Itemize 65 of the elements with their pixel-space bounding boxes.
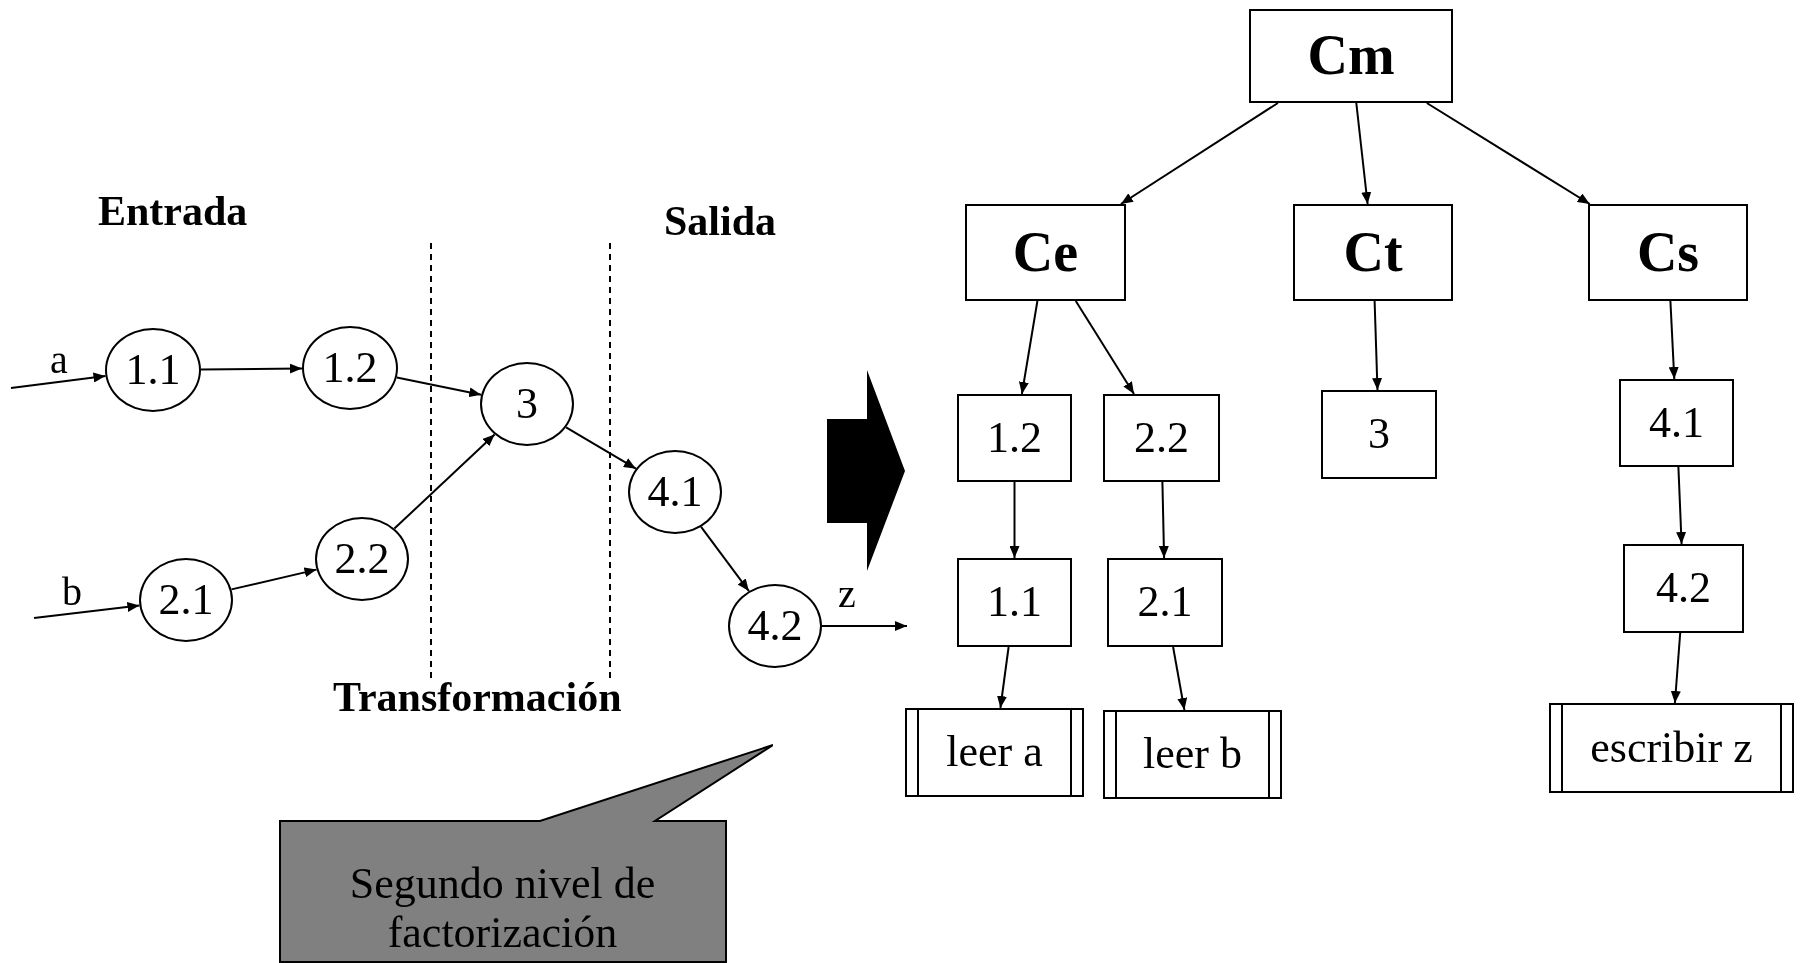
- node-label: 1.1: [987, 578, 1042, 627]
- callout-box: [279, 744, 773, 963]
- module-box: [965, 204, 1126, 301]
- arrow: [1355, 102, 1372, 205]
- node-label: Cs: [1636, 221, 1700, 284]
- arrow: [1668, 300, 1679, 380]
- node-label: 1.2: [987, 413, 1042, 463]
- module-box: [1249, 9, 1453, 103]
- node-label: leer a: [946, 728, 1043, 777]
- arrow: [1670, 632, 1682, 704]
- module-box: [957, 394, 1072, 482]
- module-box: [1588, 204, 1748, 301]
- arrow: [821, 621, 908, 631]
- node-label: 4.1: [1649, 398, 1704, 448]
- node-label: 2.2: [334, 534, 390, 584]
- section-label: Entrada: [98, 188, 248, 235]
- module-box: [1293, 204, 1453, 301]
- module-box: [1107, 558, 1223, 647]
- predefined-module-box: [905, 708, 1084, 797]
- node-label: leer b: [1143, 730, 1242, 779]
- arrow: [395, 376, 483, 398]
- section-label: Salida: [664, 198, 777, 245]
- arrow: [393, 433, 496, 530]
- module-box: [1619, 379, 1734, 467]
- arrow: [997, 646, 1010, 709]
- arrow: [1676, 466, 1687, 545]
- arrow: [1119, 102, 1279, 205]
- node-label: 4.2: [747, 601, 803, 651]
- arrow: [230, 567, 318, 591]
- node-label: Ct: [1343, 221, 1403, 284]
- arrow: [1018, 300, 1039, 395]
- node-label: Cm: [1307, 25, 1395, 87]
- node-label: 1.1: [125, 345, 181, 395]
- arrow: [1172, 646, 1188, 711]
- section-label: Transformación: [333, 674, 622, 721]
- node-label: 4.2: [1656, 564, 1711, 613]
- arrow: [1074, 300, 1135, 395]
- edge-label: b: [62, 572, 82, 612]
- arrow: [1372, 300, 1383, 391]
- node-label: Ce: [1012, 221, 1079, 284]
- arrow: [200, 363, 303, 374]
- module-box: [1623, 544, 1744, 633]
- edge-label: a: [50, 340, 68, 380]
- module-box: [1321, 390, 1437, 479]
- node-label: 3: [516, 379, 538, 429]
- arrow: [565, 426, 637, 470]
- arrow: [1425, 102, 1591, 205]
- arrow: [10, 372, 107, 389]
- node-label: 2.1: [158, 575, 214, 625]
- edge-label: z: [838, 574, 856, 614]
- module-box: [957, 558, 1072, 647]
- node-label: 2.1: [1137, 578, 1193, 627]
- node-label: 2.2: [1134, 413, 1189, 463]
- predefined-module-box: [1103, 710, 1282, 799]
- node-label: escribir z: [1590, 723, 1753, 773]
- node-label: 3: [1368, 410, 1390, 459]
- predefined-module-box: [1549, 703, 1794, 793]
- arrow: [700, 525, 750, 593]
- arrow: [33, 601, 141, 619]
- callout-text: Segundo nivel de factorización: [348, 860, 657, 957]
- arrow: [1009, 481, 1020, 559]
- node-label: 4.1: [647, 467, 703, 517]
- arrow: [1158, 481, 1169, 559]
- node-label: 1.2: [322, 343, 378, 393]
- module-box: [1103, 394, 1220, 482]
